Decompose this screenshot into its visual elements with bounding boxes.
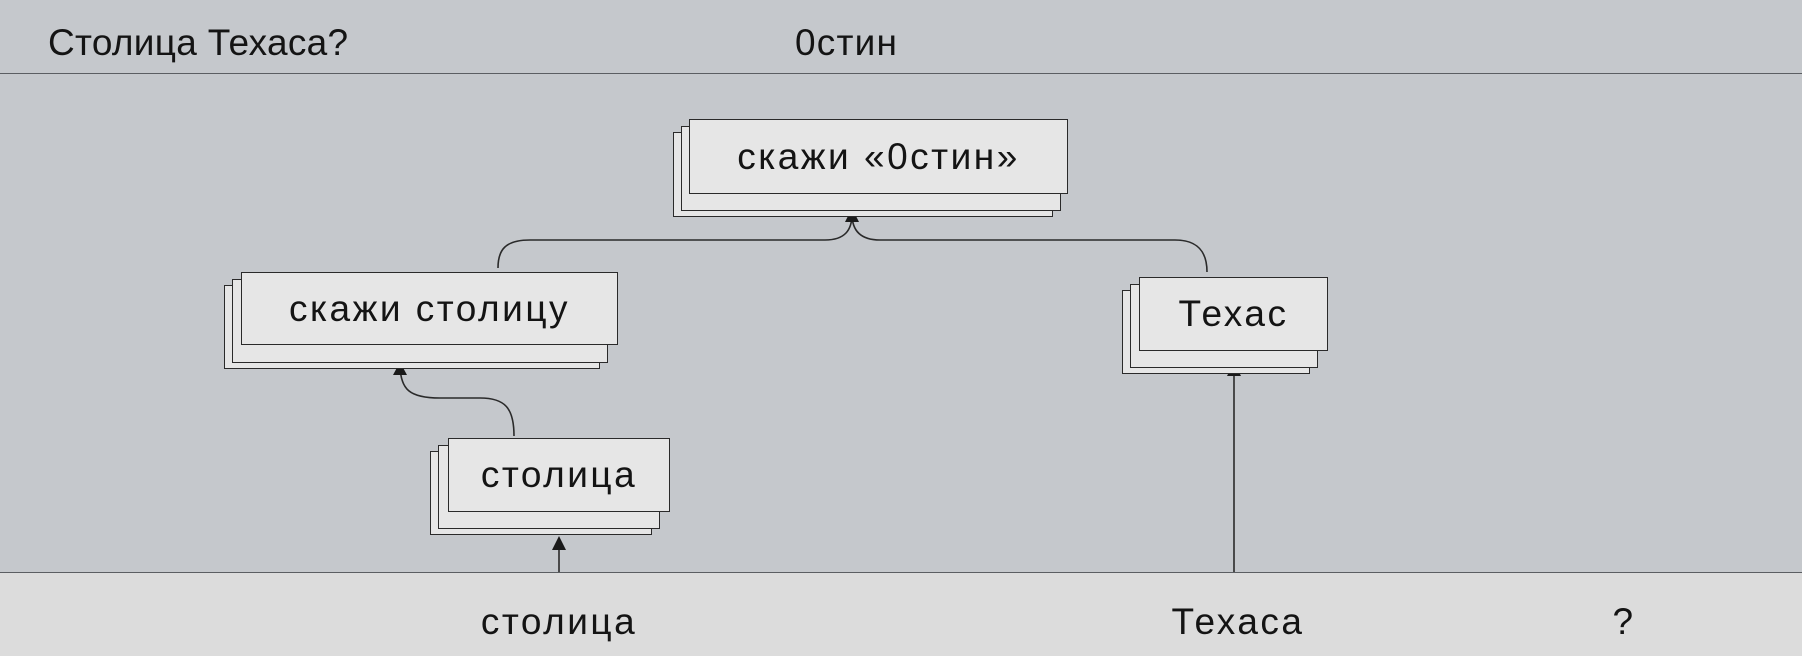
prompt-question: Столица Техаса? [48,22,349,63]
node-capital: столица [430,438,670,535]
node-texas-label: Техас [1139,277,1328,351]
node-capital-label: столица [448,438,670,512]
token-question-mark: ? [1612,601,1636,642]
edge-capital-to-say-capital [399,363,515,437]
edge-texas-to-say-austin [851,213,1208,273]
header-divider [0,73,1802,74]
arrowhead-capital [552,536,566,550]
token-capital: столица [480,601,638,642]
node-texas: Техас [1122,277,1328,374]
input-tokens: столица Техаса ? [0,572,1802,656]
edge-say-capital-to-say-austin [497,213,853,269]
node-say-capital: скажи столицу [224,272,618,369]
prompt-header: Столица Техаса? 0стин [0,0,1802,74]
model-answer: 0стин [795,22,899,63]
node-say-austin-label: скажи «0стин» [689,119,1068,194]
node-say-austin: скажи «0стин» [673,119,1068,217]
token-texas: Техаса [1171,601,1305,642]
node-say-capital-label: скажи столицу [241,272,618,345]
